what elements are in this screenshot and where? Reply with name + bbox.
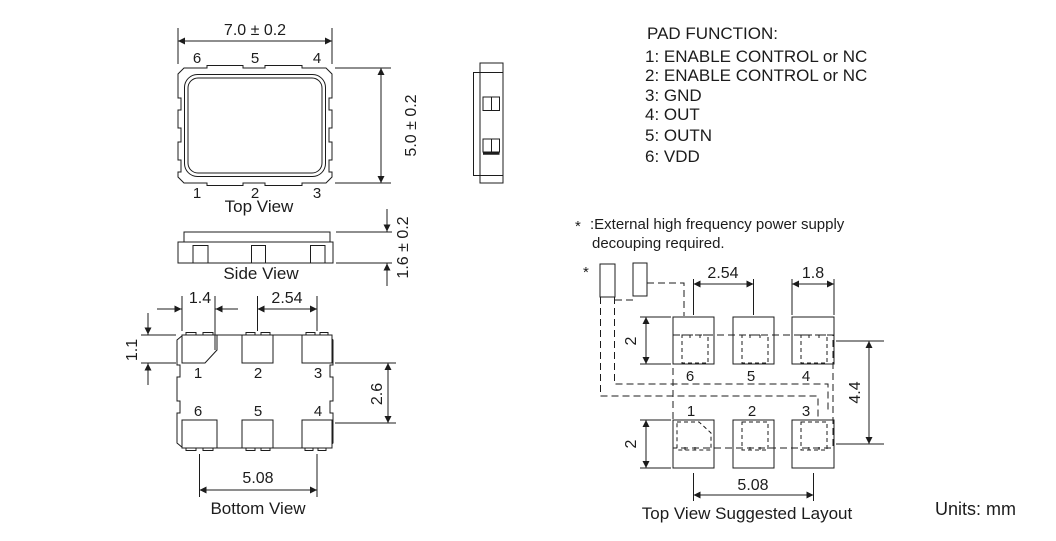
layout-pad-width-dimension: 1.8	[791, 265, 835, 315]
layout-pad-height-top-dimension: 2	[623, 316, 671, 365]
note-line1: :External high frequency power supply	[590, 216, 845, 233]
end-view-pad-lower	[482, 138, 500, 155]
bottom-view-pad-width-dimension: 1.4	[157, 290, 238, 350]
layout-pad-height-bottom-dim-label: 2	[623, 439, 640, 448]
bottom-view-pad-width-dim-label: 1.4	[189, 290, 211, 307]
end-view-lid	[473, 72, 481, 176]
bottom-view-corner-pitch-dim-label: 5.08	[242, 470, 273, 487]
bottom-view-pad5	[241, 419, 274, 449]
layout-asterisk: *	[583, 264, 589, 281]
bottom-view-pad1	[181, 334, 218, 364]
side-view: Side View 1.6 ± 0.2	[177, 209, 412, 286]
layout-pad-height-top-dim-label: 2	[623, 336, 640, 345]
bottom-view-pad-pitch-dimension: 2.54	[257, 290, 318, 331]
top-view-body-outline	[177, 65, 333, 186]
layout-land-pad2	[732, 419, 775, 469]
end-view-body	[479, 62, 504, 184]
pad-function-item-2: 2: ENABLE CONTROL or NC	[645, 66, 867, 85]
layout-trace-outer	[600, 297, 819, 420]
layout-pad4-label: 4	[802, 368, 810, 385]
end-view	[473, 62, 504, 184]
top-view-pad1-label: 1	[193, 185, 201, 202]
bottom-view-pad1-label: 1	[194, 365, 202, 382]
side-view-caption: Side View	[223, 264, 299, 283]
bottom-view-pad4	[301, 419, 333, 449]
bottom-view-pad5-label: 5	[254, 403, 262, 420]
decoupling-note: * :External high frequency power supply …	[575, 216, 845, 252]
top-view-lid-seam-inner	[187, 77, 323, 174]
top-view: 7.0 ± 0.2 6 5 4 1 2 3 Top View 5.0 ± 0.2	[177, 22, 420, 216]
units-label: Units: mm	[935, 499, 1016, 519]
bottom-view-corner-pitch-dimension: 5.08	[199, 454, 318, 497]
top-view-pad4-label: 4	[313, 50, 321, 67]
top-view-caption: Top View	[225, 197, 294, 216]
layout-row-pitch-dim-label: 4.4	[847, 381, 864, 403]
top-view-pad3-label: 3	[313, 185, 321, 202]
top-view-pad2-label: 2	[251, 185, 259, 202]
bottom-view: 1 2 3 6 5 4 1.4 2.54 1.1 2.6	[124, 290, 396, 518]
note-asterisk: *	[575, 218, 581, 235]
side-view-pad-right	[310, 245, 326, 264]
layout-pad1-label: 1	[687, 403, 695, 420]
pad-function-legend: PAD FUNCTION: 1: ENABLE CONTROL or NC 2:…	[645, 24, 867, 166]
pad-function-item-3: 3: GND	[645, 86, 702, 105]
bottom-view-row-gap-dim-label: 2.6	[369, 383, 386, 405]
layout-pad-pitch-dimension: 2.54	[693, 265, 754, 315]
end-view-pad-upper	[482, 96, 500, 111]
bottom-view-pad-pitch-dim-label: 2.54	[271, 290, 302, 307]
layout-land-pad4	[791, 316, 835, 365]
bottom-view-pad6	[181, 419, 218, 449]
layout-decoupling-pad-2	[632, 262, 648, 297]
layout-pad6-label: 6	[686, 368, 694, 385]
layout-pad-pitch-dim-label: 2.54	[707, 265, 738, 282]
bottom-view-pad3	[301, 334, 333, 364]
bottom-view-pad4-label: 4	[314, 403, 322, 420]
suggested-layout: * 6 5	[583, 262, 884, 523]
layout-caption: Top View Suggested Layout	[642, 504, 853, 523]
layout-pad-width-dim-label: 1.8	[802, 265, 824, 282]
bottom-view-caption: Bottom View	[210, 499, 306, 518]
top-view-width-dimension: 7.0 ± 0.2	[177, 22, 333, 64]
layout-decoupling-pad-1	[599, 263, 616, 298]
top-view-pad5-label: 5	[251, 50, 259, 67]
layout-trace-inner	[614, 297, 829, 412]
layout-pad-height-bottom-dimension: 2	[623, 419, 671, 469]
layout-row-pitch-dimension: 4.4	[836, 340, 884, 445]
side-view-thickness-dimension: 1.6 ± 0.2	[336, 209, 412, 286]
top-view-height-dimension: 5.0 ± 0.2	[335, 67, 420, 184]
layout-pad3-label: 3	[802, 403, 810, 420]
bottom-view-pad6-label: 6	[194, 403, 202, 420]
pad-function-item-6: 6: VDD	[645, 147, 700, 166]
top-view-lid-seam-outer	[184, 74, 326, 177]
note-line2: decouping required.	[592, 235, 725, 252]
top-view-width-dim-label: 7.0 ± 0.2	[224, 22, 286, 39]
layout-corner-pitch-dim-label: 5.08	[737, 477, 768, 494]
layout-trace-vdd	[647, 282, 685, 316]
bottom-view-row-gap-dimension: 2.6	[335, 362, 396, 424]
pad-function-item-5: 5: OUTN	[645, 126, 712, 145]
layout-land-pad3	[791, 419, 835, 469]
bottom-view-pad-height-dimension: 1.1	[124, 313, 176, 385]
layout-corner-pitch-dimension: 5.08	[693, 473, 814, 501]
side-view-pad-left	[192, 245, 209, 264]
bottom-view-pad2-label: 2	[254, 365, 262, 382]
side-view-lid	[183, 231, 331, 243]
bottom-view-pad2	[241, 334, 274, 364]
top-view-pad6-label: 6	[193, 50, 201, 67]
pad-function-item-1: 1: ENABLE CONTROL or NC	[645, 47, 867, 66]
layout-land-pad1	[672, 419, 715, 469]
side-view-pad-middle	[251, 245, 266, 264]
pad-function-heading: PAD FUNCTION:	[647, 24, 778, 43]
layout-pad2-label: 2	[748, 403, 756, 420]
layout-pad5-label: 5	[747, 368, 755, 385]
layout-package-pad-overlays	[676, 334, 828, 451]
side-view-thickness-dim-label: 1.6 ± 0.2	[395, 216, 412, 278]
layout-land-pad5	[732, 316, 775, 365]
top-view-height-dim-label: 5.0 ± 0.2	[403, 94, 420, 156]
pad-function-item-4: 4: OUT	[645, 105, 700, 124]
bottom-view-pad-height-dim-label: 1.1	[124, 339, 141, 361]
layout-land-pad6	[672, 316, 715, 365]
bottom-view-pad3-label: 3	[314, 365, 322, 382]
